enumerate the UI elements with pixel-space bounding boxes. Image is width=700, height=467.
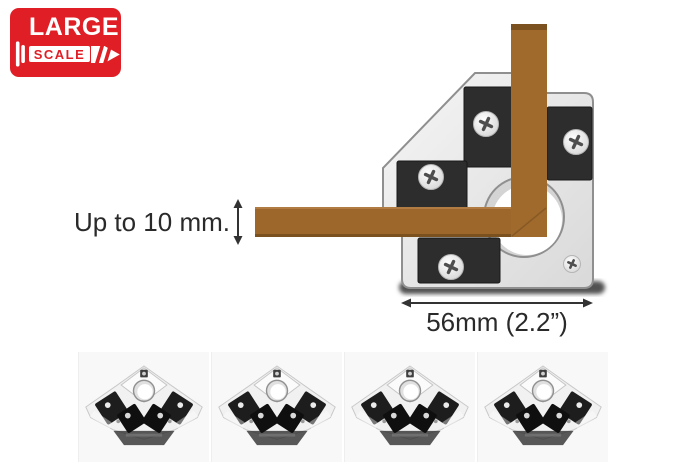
corner-clamp-photo (78, 352, 209, 462)
screws (418, 111, 589, 280)
corner-clamp-photo-graphic (351, 365, 469, 446)
vertical-board (511, 24, 547, 237)
corner-clamp-photo (344, 352, 475, 462)
thickness-label: Up to 10 mm. (74, 207, 230, 237)
corner-clamp-photo (477, 352, 608, 462)
screw-icon (563, 129, 589, 155)
screw-icon (438, 254, 464, 280)
thickness-arrow-icon (233, 199, 243, 245)
badge-scale-row: SCALE (15, 41, 121, 67)
screw-icon (563, 255, 581, 273)
screw-head-icon (15, 41, 25, 67)
corner-clamp-photo-graphic (484, 365, 602, 446)
corner-clamp-photo (211, 352, 342, 462)
screw-icon (473, 111, 499, 137)
large-scale-badge: LARGE SCALE (10, 8, 121, 77)
corner-clamp-photo-graphic (85, 365, 203, 446)
screw-tip-icon (91, 44, 121, 64)
screw-icon (418, 164, 444, 190)
width-label: 56mm (2.2”) (426, 307, 568, 337)
corner-clamp-photo-graphic (218, 365, 336, 446)
badge-large-text: LARGE (29, 13, 119, 41)
board-mitre-joint (511, 207, 547, 237)
product-gallery (78, 352, 608, 462)
horizontal-board (255, 207, 547, 237)
width-arrow-icon (401, 298, 593, 308)
badge-scale-text: SCALE (28, 46, 91, 62)
